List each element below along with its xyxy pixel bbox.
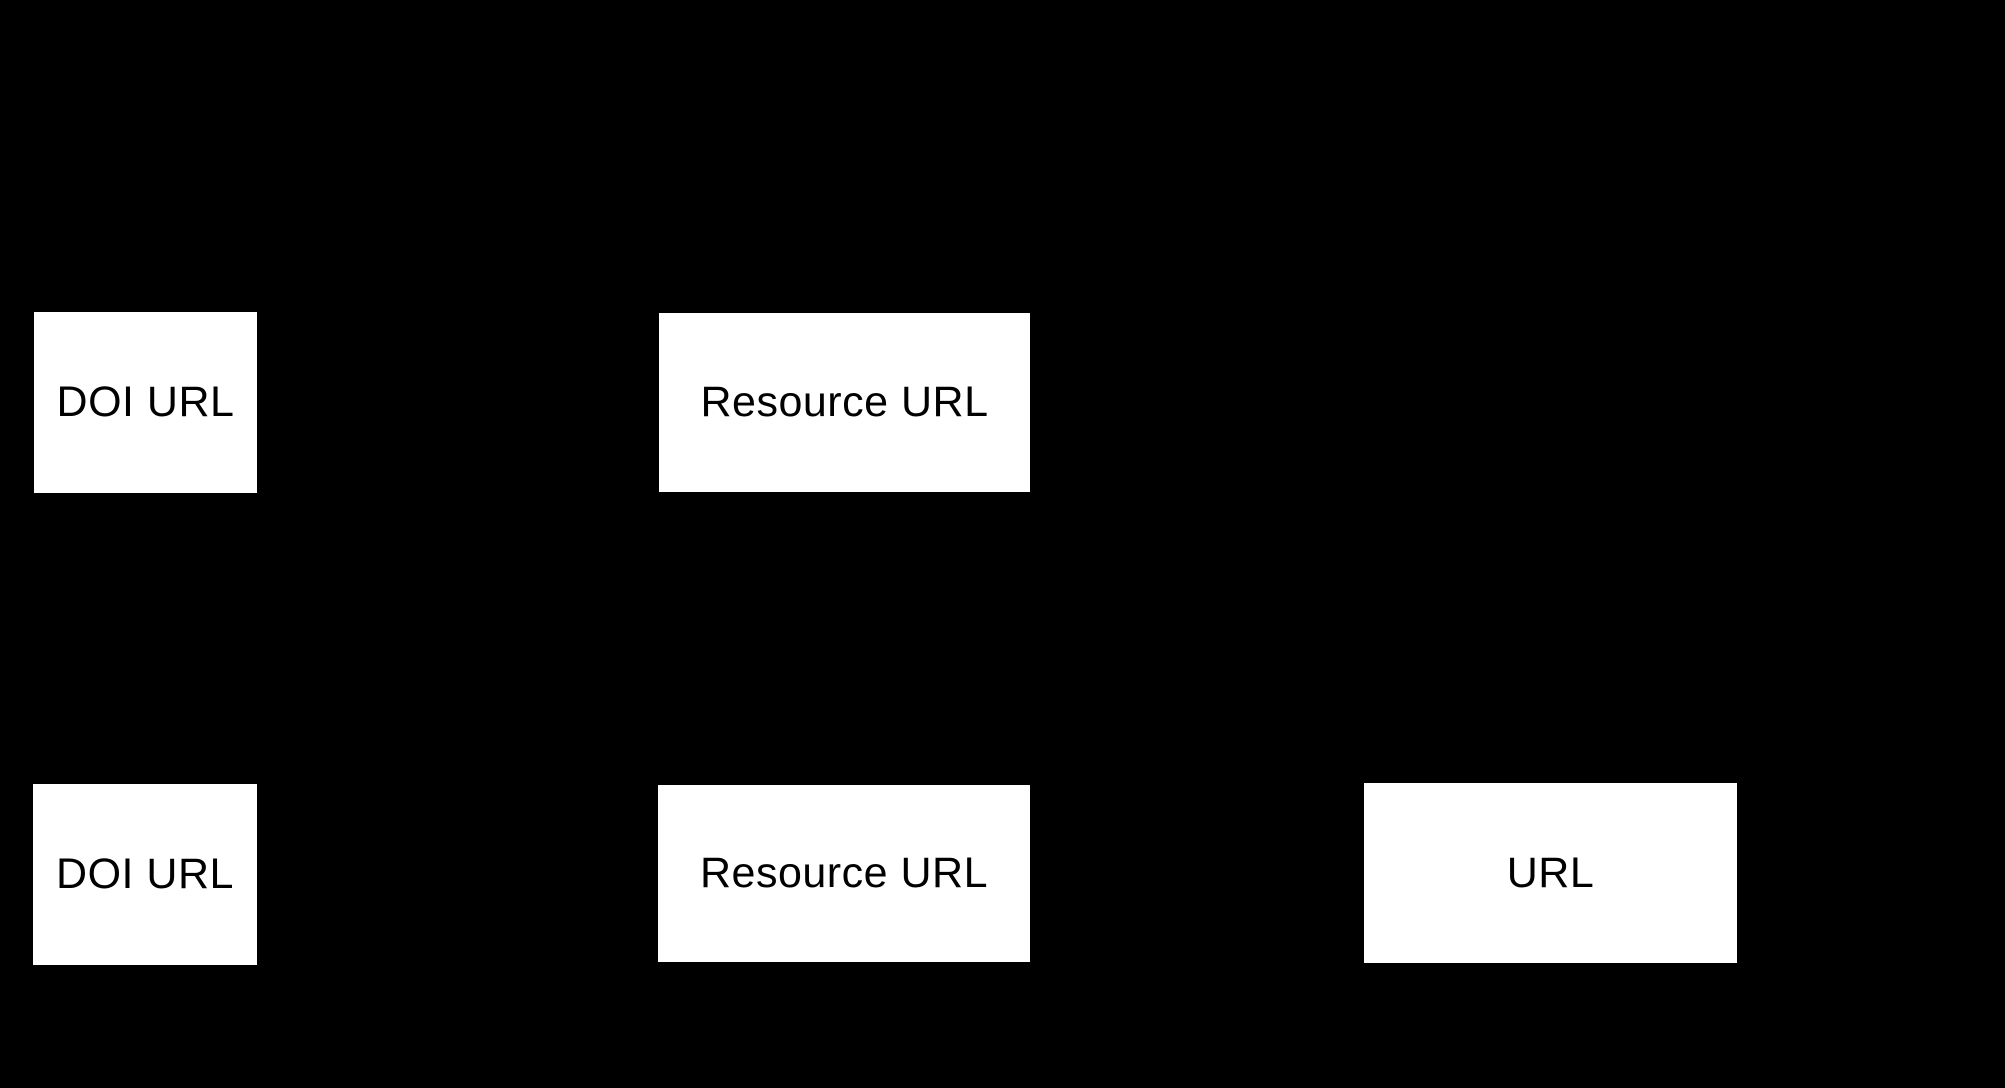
node-doi-url-row1-label: DOI URL	[56, 378, 235, 426]
node-resource-url-row2-label: Resource URL	[700, 849, 988, 897]
node-doi-url-row2-label: DOI URL	[56, 850, 234, 898]
node-url-row2-label: URL	[1506, 848, 1595, 897]
node-url-row2: URL	[1364, 783, 1737, 963]
node-doi-url-row1: DOI URL	[34, 312, 257, 493]
node-resource-url-row2: Resource URL	[658, 785, 1030, 962]
node-resource-url-row1: Resource URL	[659, 313, 1030, 492]
node-resource-url-row1-label: Resource URL	[700, 378, 989, 426]
node-doi-url-row2: DOI URL	[33, 784, 257, 965]
